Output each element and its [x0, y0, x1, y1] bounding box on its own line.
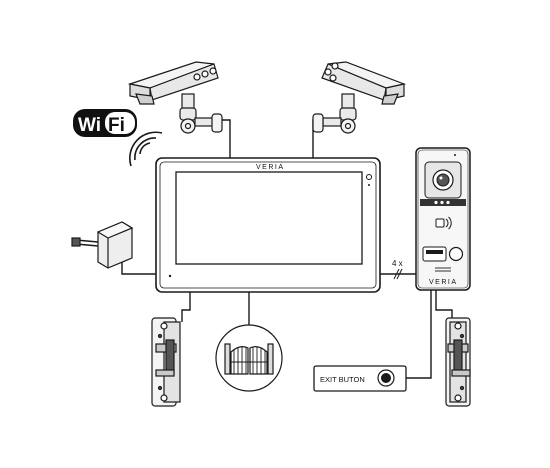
cctv-camera-right — [312, 61, 407, 134]
power-adapter-icon — [71, 221, 134, 269]
monitor-brand: VERIA — [256, 164, 285, 171]
electric-strike-lock-icon — [445, 317, 471, 407]
cctv-camera-left — [127, 61, 223, 134]
lock-left-wire — [181, 292, 191, 322]
wire-count-marker — [393, 268, 403, 280]
wire-count-label: 4 x — [392, 259, 403, 268]
rfid-reader-icon — [435, 216, 452, 230]
exit-button-wire — [405, 290, 432, 379]
monitor-screen — [175, 171, 363, 265]
wire-tick-1 — [393, 268, 400, 280]
lock-right-wire — [435, 290, 453, 322]
camera-left-wire — [222, 119, 231, 158]
door-panel-brand: VERIA — [429, 279, 458, 286]
electric-strike-lock-left — [151, 317, 181, 407]
door-panel-speaker — [435, 267, 451, 272]
exit-button-device: EXIT BUTON — [313, 365, 407, 392]
wifi-signal-icon — [129, 131, 163, 167]
door-panel-camera-icon — [432, 169, 454, 191]
wire-tick-2 — [396, 268, 403, 280]
monitor-led-icon — [368, 184, 370, 186]
electric-strike-lock-icon — [151, 317, 181, 407]
wifi-logo-icon: Wi Fi — [73, 109, 137, 137]
cctv-camera-icon — [127, 61, 219, 105]
gate-icon — [215, 324, 283, 392]
indoor-monitor: VERIA — [155, 157, 381, 293]
call-button-icon — [448, 246, 464, 262]
wifi-logo-text-fi: Fi — [108, 115, 125, 136]
cctv-camera-icon — [321, 61, 407, 105]
wifi-logo-text-wi: Wi — [78, 115, 101, 136]
exit-button-icon — [377, 369, 395, 387]
exit-button-label: EXIT BUTON — [320, 375, 365, 384]
outdoor-door-panel: VERIA — [415, 147, 471, 291]
monitor-mic-icon — [168, 274, 172, 278]
electric-strike-lock-right — [445, 317, 471, 407]
power-wire — [121, 258, 156, 275]
monitor-camera-icon — [366, 174, 372, 180]
